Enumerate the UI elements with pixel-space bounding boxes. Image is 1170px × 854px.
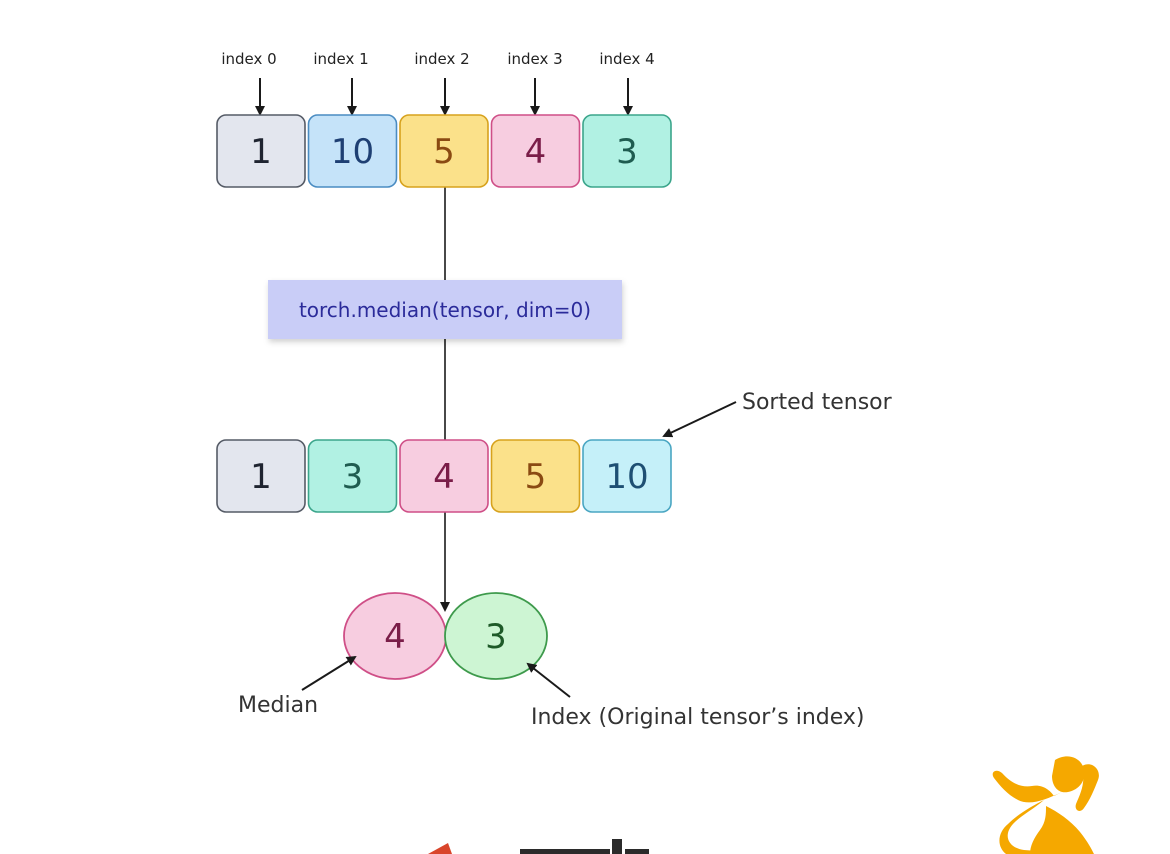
median-arrow	[301, 655, 357, 691]
tensor-cell-value: 3	[616, 132, 638, 172]
operation-label: torch.median(tensor, dim=0)	[299, 298, 591, 322]
sorted-tensor-arrow	[662, 401, 737, 438]
bottom-watermark	[428, 839, 649, 854]
index-label: index 1	[313, 50, 368, 68]
tensor-cell-value: 10	[605, 457, 648, 497]
tensor-cell	[490, 114, 581, 188]
tensor-cell-value: 1	[250, 132, 272, 172]
tensor-cell	[490, 439, 581, 513]
tensor-cell	[216, 439, 306, 513]
sorted-tensor: 1 3 4 5 10	[216, 439, 672, 513]
index-label: index 0	[221, 50, 276, 68]
input-tensor: 1 10 5 4 3	[216, 114, 672, 188]
tensor-cell-value: 5	[433, 132, 455, 172]
tensor-cell	[582, 439, 672, 513]
watermark-red-stroke	[428, 843, 452, 854]
median-label: Median	[238, 693, 318, 718]
result-index: 3	[444, 592, 548, 680]
tensor-cell-value: 10	[331, 132, 374, 172]
index-arrow-annotation	[526, 662, 571, 698]
tensor-cell	[307, 114, 398, 188]
tensor-cell	[582, 114, 672, 188]
watermark-stroke	[520, 849, 610, 854]
index-value: 3	[485, 617, 507, 657]
sorted-tensor-label: Sorted tensor	[742, 390, 893, 415]
tensor-cell-value: 3	[342, 457, 364, 497]
index-circle	[444, 592, 548, 680]
tensor-cell-value: 5	[525, 457, 547, 497]
logo-figure-icon	[992, 756, 1099, 854]
index-label-annotation: Index (Original tensor’s index)	[531, 705, 865, 730]
operation-box: torch.median(tensor, dim=0)	[268, 280, 622, 339]
tensor-cell-value: 4	[525, 132, 547, 172]
index-label: index 3	[507, 50, 562, 68]
tensor-cell	[399, 114, 489, 188]
tensor-cell-value: 4	[433, 457, 455, 497]
index-label: index 4	[599, 50, 654, 68]
tensor-cell-value: 1	[250, 457, 272, 497]
watermark-stroke	[625, 849, 649, 854]
tensor-cell	[307, 439, 398, 513]
index-labels: index 0 index 1 index 2 index 3 index 4	[221, 50, 655, 116]
result-median: 4	[343, 592, 447, 680]
median-value: 4	[384, 617, 406, 657]
tensor-cell	[216, 114, 306, 188]
index-label: index 2	[414, 50, 469, 68]
tensor-cell	[399, 439, 489, 513]
watermark-stroke	[612, 839, 622, 854]
operation-background	[268, 280, 622, 339]
